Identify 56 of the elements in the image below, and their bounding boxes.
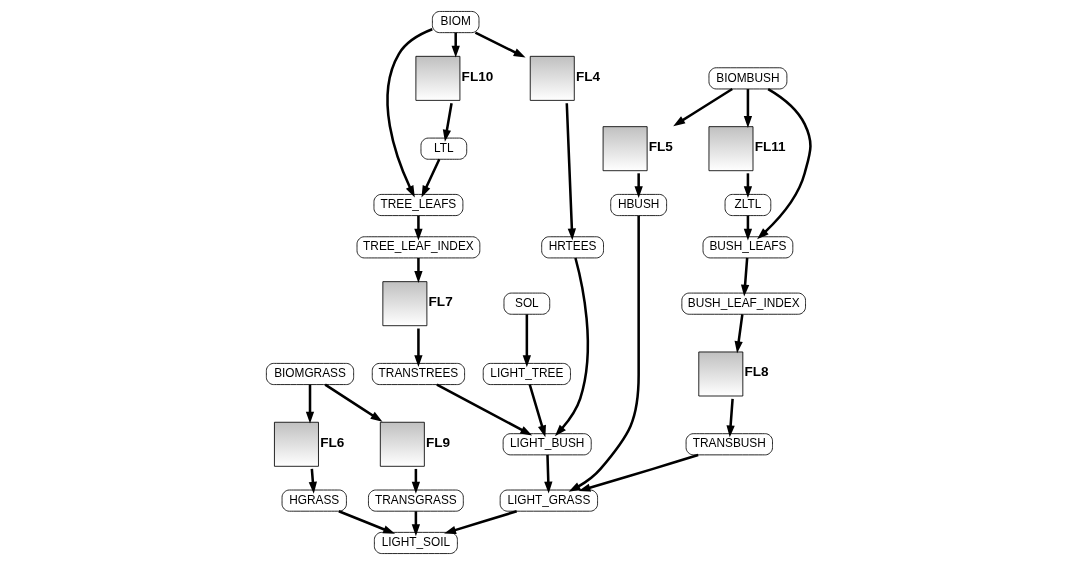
arrow — [740, 257, 749, 297]
arrow — [554, 257, 589, 437]
arrow — [734, 314, 744, 354]
node-box: TRANSGRASS — [367, 489, 464, 512]
arrow — [421, 158, 440, 198]
node-label: FL4 — [575, 68, 600, 84]
node-box: TREE_LEAF_INDEX — [356, 236, 480, 259]
arrow — [435, 383, 532, 436]
arrow — [568, 215, 640, 492]
node-box: LIGHT_BUSH — [502, 433, 592, 456]
arrow — [743, 89, 752, 128]
node-box: BIOM — [431, 11, 479, 34]
node-box: LIGHT_GRASS — [499, 489, 598, 512]
arrow — [324, 383, 382, 422]
node-box: HRTEES — [540, 236, 604, 259]
arrow — [672, 87, 733, 127]
arrow — [451, 32, 460, 58]
node-label: FL8 — [744, 364, 769, 380]
node-label: FL6 — [319, 434, 344, 450]
arrow — [634, 173, 643, 199]
node-box: TRANSBUSH — [685, 433, 773, 456]
arrow — [725, 398, 735, 438]
arrow — [578, 453, 699, 492]
node-box: LIGHT_TREE — [482, 362, 571, 385]
node-box: ZLTL — [724, 194, 771, 216]
arrow — [474, 31, 526, 58]
node-box: HBUSH — [609, 194, 667, 216]
arrow — [443, 510, 517, 534]
node-box: BUSH_LEAF_INDEX — [680, 292, 806, 315]
node-label: FL10 — [461, 68, 493, 84]
arrow — [413, 215, 423, 241]
node-box: LTL — [420, 137, 467, 160]
node-box: BUSH_LEAFS — [702, 236, 793, 259]
node-box: BIOMGRASS — [265, 362, 354, 385]
node-label: FL11 — [754, 139, 786, 155]
arrow — [337, 510, 395, 534]
arrow — [543, 454, 552, 494]
arrow — [413, 257, 423, 283]
node-box: TREE_LEAFS — [373, 194, 463, 216]
node-label: FL9 — [425, 434, 450, 450]
node-label: FL7 — [428, 294, 453, 310]
arrow — [528, 384, 546, 438]
node-box: LIGHT_SOIL — [373, 531, 458, 554]
node-box: BIOMBUSH — [708, 67, 787, 90]
node-box: HGRASS — [281, 489, 347, 512]
arrow — [442, 103, 453, 142]
node-label: FL5 — [648, 139, 673, 155]
arrow — [308, 468, 317, 494]
arrow — [385, 28, 433, 198]
node-box: SOL — [503, 292, 550, 315]
arrow — [565, 103, 576, 241]
arrow — [413, 328, 423, 368]
arrow — [522, 314, 531, 368]
arrow — [756, 88, 812, 240]
arrow — [305, 384, 314, 424]
node-box: TRANSTREES — [371, 362, 465, 385]
